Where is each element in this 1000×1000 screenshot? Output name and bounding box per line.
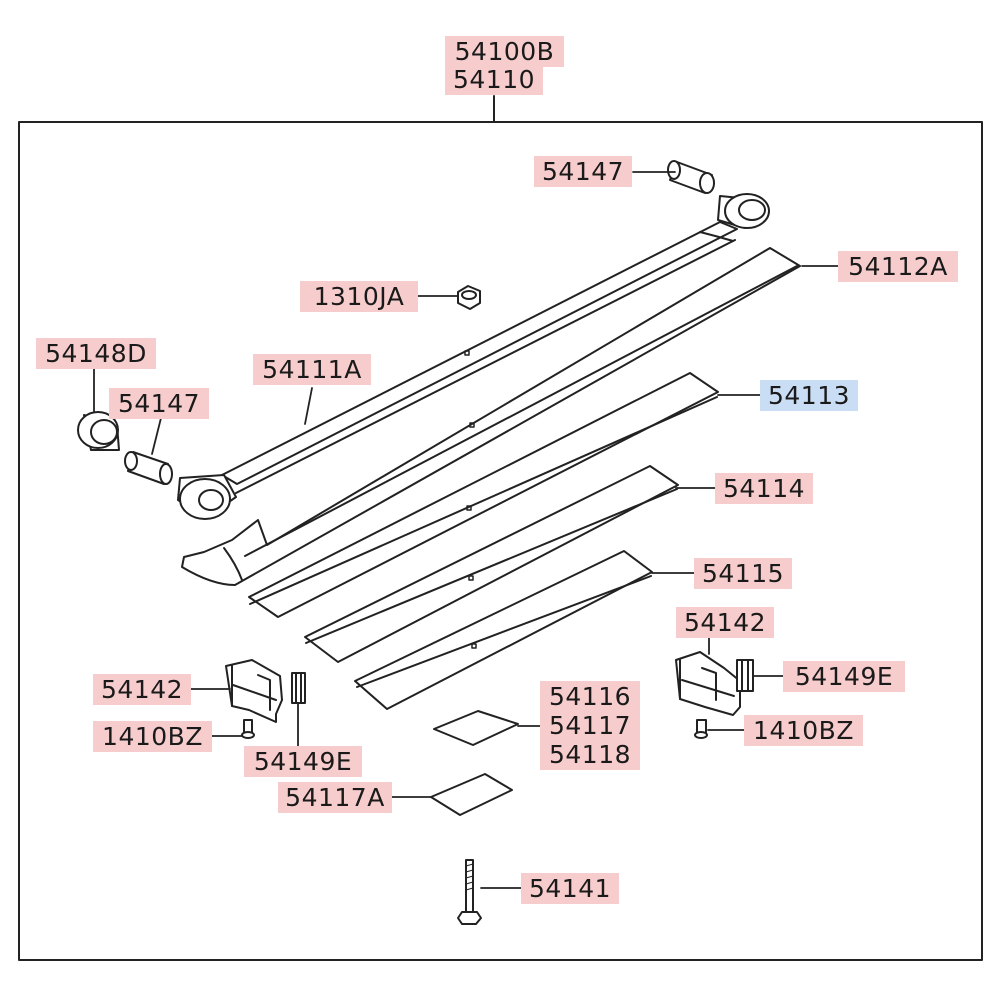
center-bolt — [457, 859, 482, 925]
label-leaf-1: 54111A — [253, 354, 371, 385]
right-spring-eye — [717, 193, 770, 229]
label-clip-right: 54142 — [676, 607, 774, 638]
left-clip-bolt — [291, 672, 306, 704]
right-pin — [667, 160, 715, 194]
label-assembly-54100b: 54100B — [445, 36, 564, 67]
label-bushing: 54148D — [36, 338, 156, 369]
right-clip-bolt — [736, 659, 754, 692]
leaf-4 — [304, 465, 679, 663]
label-leaf-4: 54114 — [715, 473, 813, 504]
label-leaf-5: 54115 — [694, 558, 792, 589]
label-rivet-right: 1410BZ — [744, 715, 863, 746]
label-spacer-54116: 54116 — [540, 681, 640, 712]
label-leaf-2: 54112A — [838, 251, 958, 282]
left-spring-eye — [177, 474, 237, 520]
label-leaf-3: 54113 — [760, 380, 858, 411]
label-spacer-54118: 54118 — [540, 739, 640, 770]
label-rivet-left: 1410BZ — [93, 721, 212, 752]
label-pad: 54117A — [278, 782, 392, 813]
spacer-plate — [433, 710, 519, 746]
label-spacer-54117: 54117 — [540, 710, 640, 741]
left-bushing — [77, 411, 120, 451]
label-pin-left: 54147 — [109, 388, 209, 419]
label-center-bolt: 54141 — [521, 873, 619, 904]
left-pin — [124, 451, 173, 485]
pad-plate — [430, 773, 513, 816]
label-clip-bolt-left: 54149E — [244, 746, 362, 777]
label-clip-bolt-right: 54149E — [783, 661, 905, 692]
main-leaf-spring — [197, 221, 738, 498]
left-clip — [225, 659, 283, 723]
leaf-3 — [248, 372, 719, 618]
right-clip — [675, 651, 741, 716]
left-rivet — [241, 719, 255, 739]
label-assembly-54110: 54110 — [445, 64, 543, 95]
center-nut — [457, 285, 481, 310]
leaf-2 — [181, 247, 801, 586]
right-rivet — [694, 719, 708, 739]
label-clip-left: 54142 — [93, 674, 191, 705]
leaf-5 — [354, 550, 653, 710]
label-nut: 1310JA — [300, 281, 418, 312]
diagram-frame — [18, 121, 983, 961]
label-pin-top: 54147 — [534, 156, 632, 187]
